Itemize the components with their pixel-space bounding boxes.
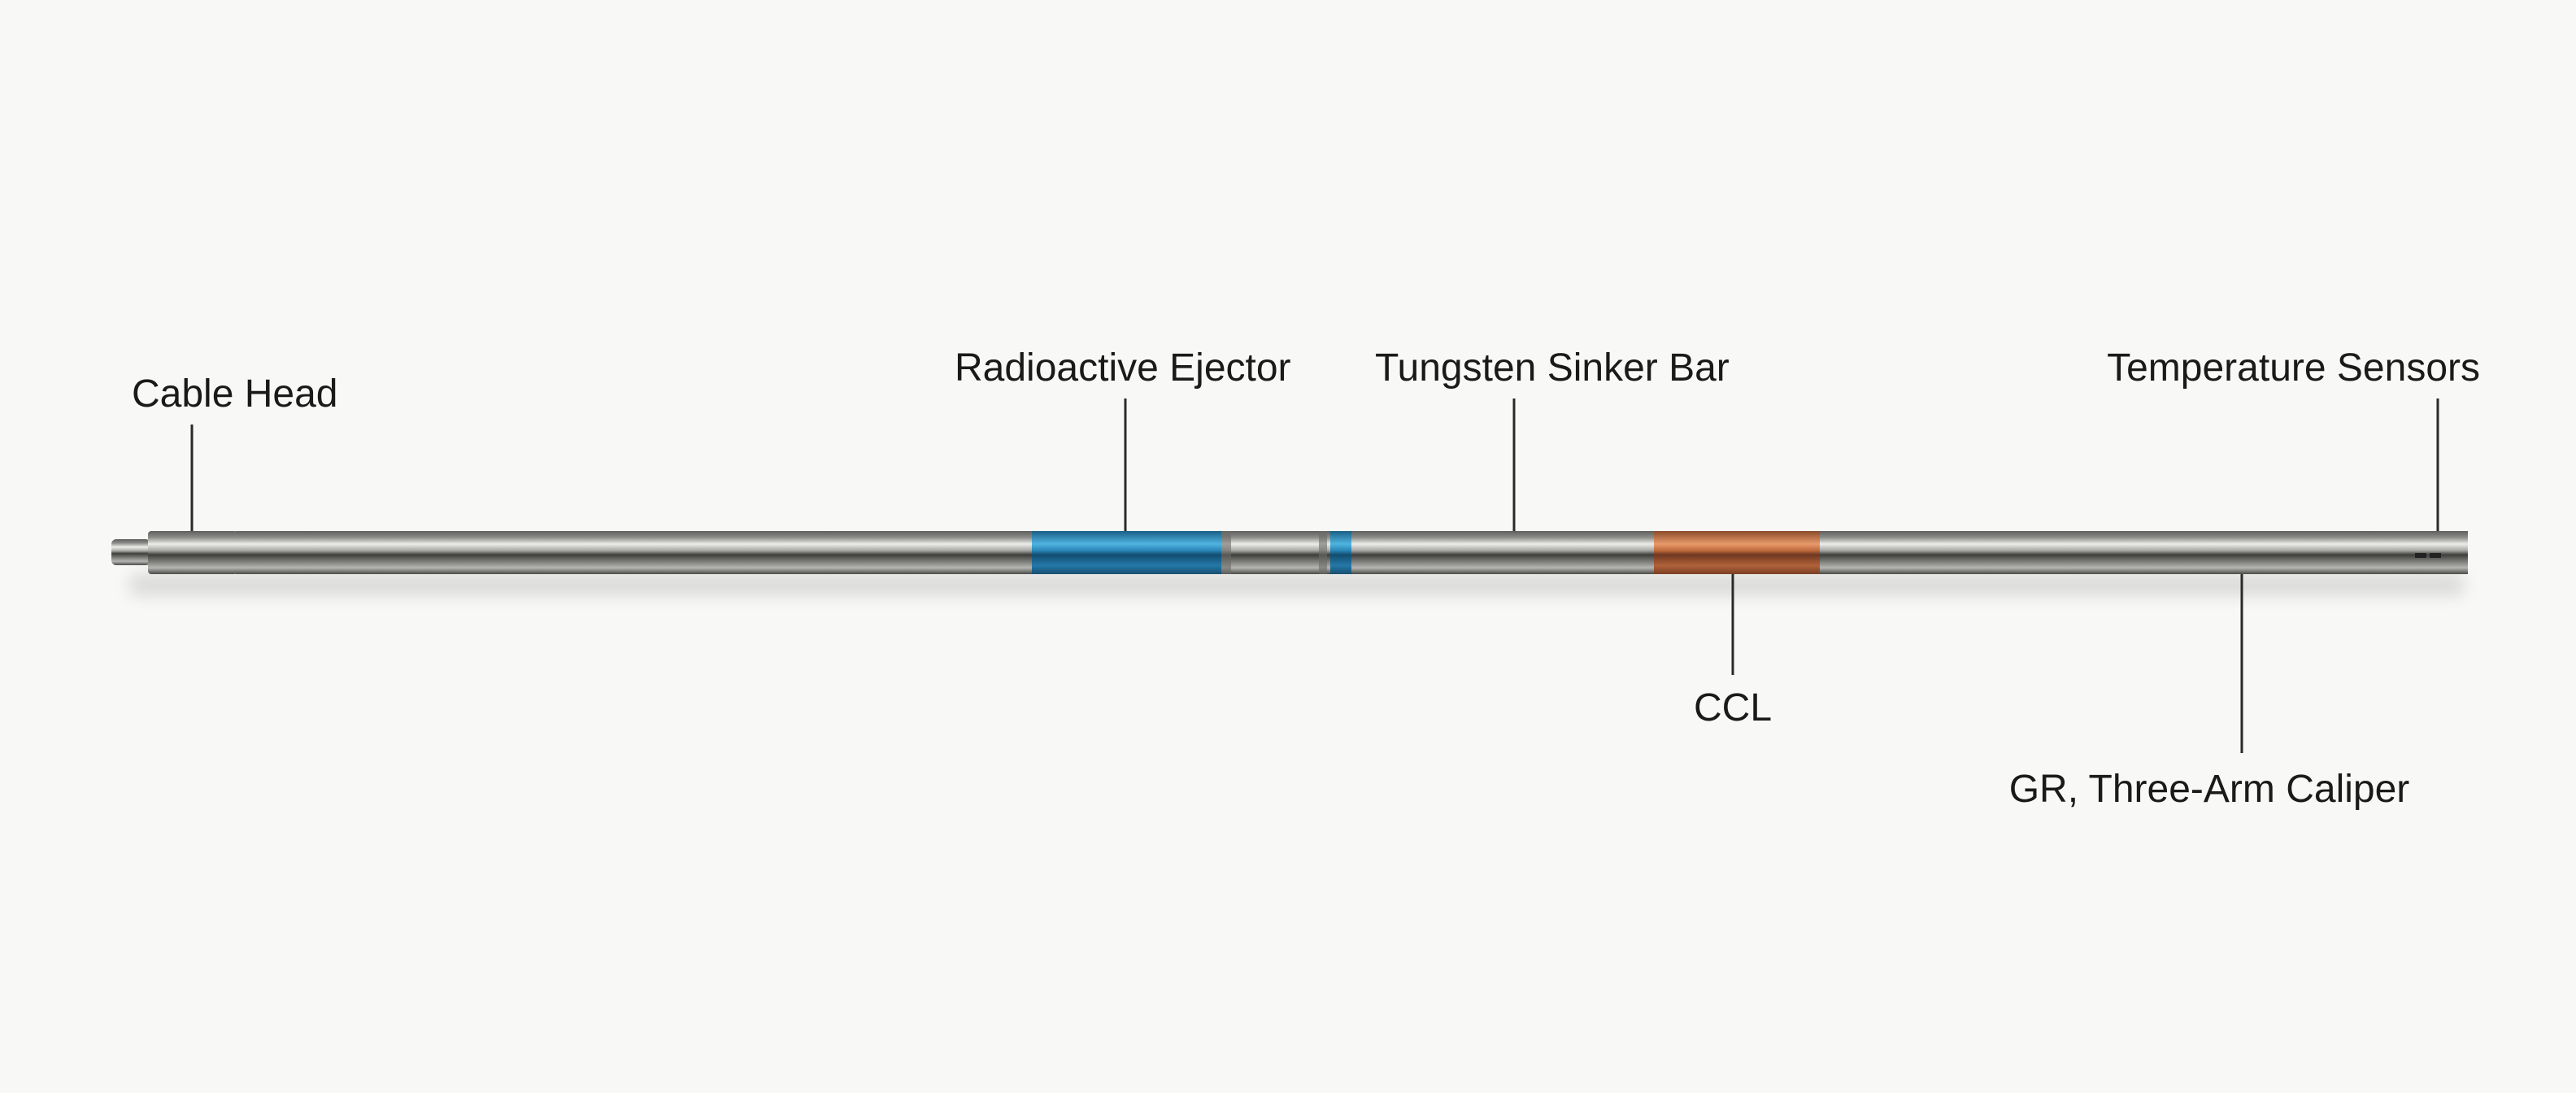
- sensor-slot: [2430, 553, 2441, 558]
- label-ccl: CCL: [1694, 686, 1772, 729]
- joint-groove: [1221, 531, 1231, 574]
- label-radioactive-ejector: Radioactive Ejector: [955, 346, 1291, 390]
- cable-head-body: [148, 531, 237, 574]
- joint-groove: [1319, 531, 1327, 574]
- end-cap: [2407, 531, 2468, 574]
- radioactive-ejector-section: [1032, 531, 1221, 574]
- tool-string: [111, 531, 2468, 574]
- label-temperature-sensors: Temperature Sensors: [2107, 346, 2480, 390]
- sensor-slot: [2415, 553, 2426, 558]
- label-tungsten-sinker-bar: Tungsten Sinker Bar: [1375, 346, 1730, 390]
- ccl-section: [1654, 531, 1820, 574]
- blue-band: [1330, 531, 1351, 574]
- label-cable-head: Cable Head: [132, 372, 338, 416]
- label-gr-caliper: GR, Three-Arm Caliper: [2009, 768, 2410, 811]
- tool-shadow: [130, 574, 2464, 595]
- main-housing: [236, 531, 2468, 574]
- connector-tip: [111, 539, 150, 565]
